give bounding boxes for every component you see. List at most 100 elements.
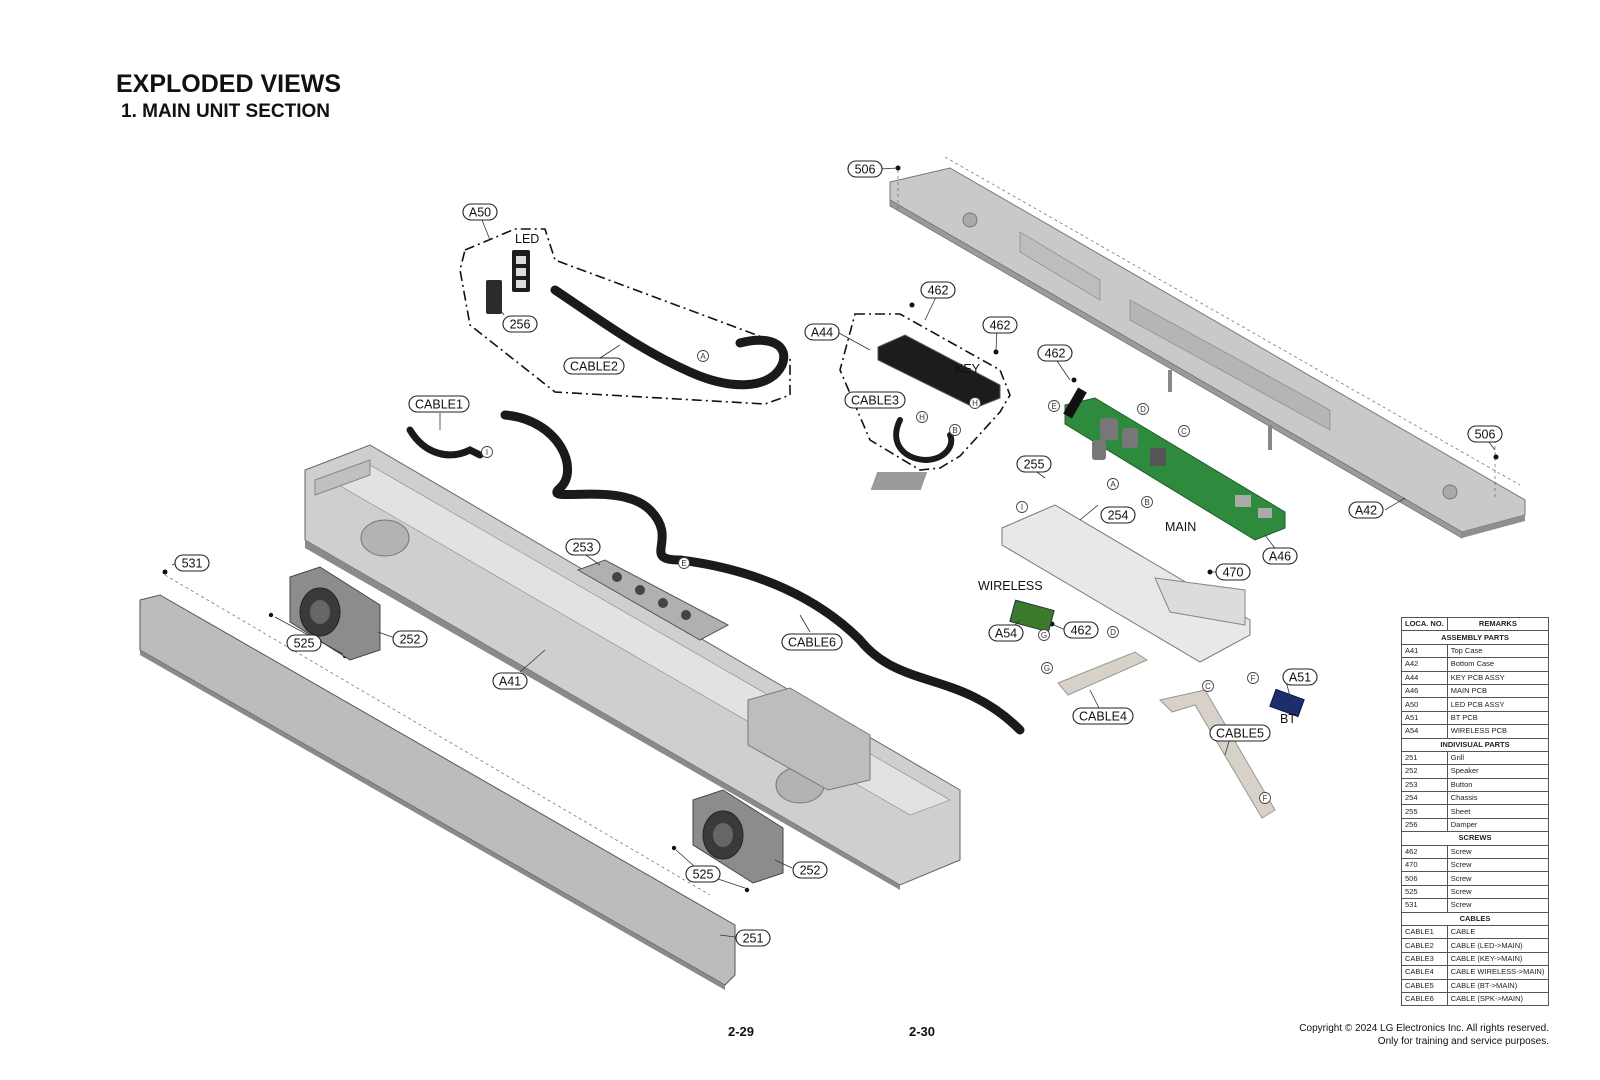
callout-506: 506 [1467, 425, 1503, 443]
svg-text:A50: A50 [469, 205, 491, 219]
callout-cable2: CABLE2 [563, 357, 625, 375]
marker-g: G [1038, 629, 1050, 641]
table-cell-loc: A54 [1401, 724, 1448, 739]
callout-a51: A51 [1282, 668, 1318, 686]
table-cell-remarks: CABLE (BT->MAIN) [1446, 978, 1550, 993]
table-cell-remarks: Screw [1446, 858, 1550, 873]
page-title: EXPLODED VIEWS [116, 70, 342, 98]
table-cell-remarks: Sheet [1446, 804, 1550, 819]
table-section-row: SCREWS [1401, 831, 1549, 846]
callout-a42: A42 [1348, 501, 1384, 519]
page-number-right: 2-30 [909, 1024, 936, 1039]
marker-f: F [1259, 792, 1271, 804]
table-cell-loc: CABLE4 [1401, 965, 1448, 980]
marker-d: D [1107, 626, 1119, 638]
svg-text:252: 252 [400, 632, 421, 646]
svg-text:251: 251 [743, 931, 764, 945]
svg-text:C: C [1205, 682, 1211, 691]
marker-e: E [1048, 400, 1060, 412]
wireless-pcb [1009, 599, 1055, 633]
svg-text:A41: A41 [499, 674, 521, 688]
table-cell-loc: 255 [1401, 804, 1448, 819]
table-cell-loc: CABLE1 [1401, 924, 1448, 940]
wireless-label: WIRELESS [978, 579, 1043, 593]
callout-531: 531 [174, 554, 210, 572]
callout-cable6: CABLE6 [781, 633, 843, 651]
table-section-row: INDIVISUAL PARTS [1401, 737, 1549, 752]
table-cell-loc: CABLE5 [1401, 978, 1448, 993]
table-cell-loc: A44 [1401, 670, 1448, 685]
table-cell-loc: 253 [1401, 777, 1448, 793]
table-cell-loc: A46 [1401, 683, 1448, 699]
table-cell-loc: A41 [1401, 643, 1448, 659]
table-cell-loc: 252 [1401, 764, 1448, 779]
svg-text:A42: A42 [1355, 503, 1377, 517]
svg-text:G: G [1041, 631, 1047, 640]
svg-text:531: 531 [182, 556, 203, 570]
svg-text:CABLE3: CABLE3 [851, 393, 899, 407]
svg-text:F: F [1263, 794, 1268, 803]
table-cell-remarks: CABLE (KEY->MAIN) [1446, 951, 1550, 967]
table-section-title: SCREWS [1401, 831, 1549, 846]
callout-253: 253 [565, 538, 601, 556]
marker-c: C [1178, 425, 1190, 437]
main-pcb [1064, 397, 1286, 541]
table-cell-remarks: Screw [1446, 898, 1550, 913]
table-cell-loc: CABLE2 [1401, 938, 1448, 953]
usage-line: Only for training and service purposes. [1377, 1036, 1549, 1047]
svg-text:462: 462 [1045, 346, 1066, 360]
svg-text:CABLE6: CABLE6 [788, 635, 836, 649]
svg-text:462: 462 [990, 318, 1011, 332]
marker-d: D [1137, 403, 1149, 415]
svg-text:E: E [681, 559, 686, 568]
svg-text:H: H [972, 399, 978, 408]
marker-b: B [1141, 496, 1153, 508]
bottom-case-a41 [304, 444, 961, 890]
svg-text:A: A [1110, 480, 1116, 489]
marker-e: E [678, 557, 690, 569]
table-cell-remarks: Button [1446, 777, 1550, 793]
marker-h: H [969, 397, 981, 409]
table-cell-loc: 251 [1401, 750, 1448, 766]
table-cell-remarks: Top Case [1446, 643, 1550, 659]
callout-252: 252 [392, 630, 428, 648]
svg-text:A44: A44 [811, 325, 833, 339]
svg-text:CABLE2: CABLE2 [570, 359, 618, 373]
svg-text:462: 462 [928, 283, 949, 297]
speaker-252-right [692, 789, 784, 884]
svg-text:506: 506 [855, 162, 876, 176]
grill-251 [139, 594, 736, 990]
svg-text:H: H [919, 413, 925, 422]
copyright-notice: Copyright © 2024 LG Electronics Inc. All… [1299, 1022, 1549, 1048]
chassis-254 [1001, 504, 1251, 663]
speaker-252-left [289, 566, 381, 661]
table-cell-remarks: CABLE (SPK->MAIN) [1446, 991, 1550, 1007]
svg-text:A46: A46 [1269, 549, 1291, 563]
svg-text:462: 462 [1071, 623, 1092, 637]
svg-text:B: B [1144, 498, 1149, 507]
marker-f: F [1247, 672, 1259, 684]
table-header-row: LOCA. NO. REMARKS [1401, 616, 1550, 632]
cable3-wire [893, 417, 955, 464]
bt-pcb [1269, 688, 1305, 718]
bt-label: BT [1280, 712, 1296, 726]
cable6-wire [500, 410, 1025, 735]
main-label: MAIN [1165, 520, 1196, 534]
section-subtitle: 1. MAIN UNIT SECTION [121, 101, 331, 122]
table-section-row: ASSEMBLY PARTS [1401, 630, 1549, 645]
table-cell-remarks: CABLE [1446, 924, 1550, 940]
callout-252: 252 [792, 861, 828, 879]
